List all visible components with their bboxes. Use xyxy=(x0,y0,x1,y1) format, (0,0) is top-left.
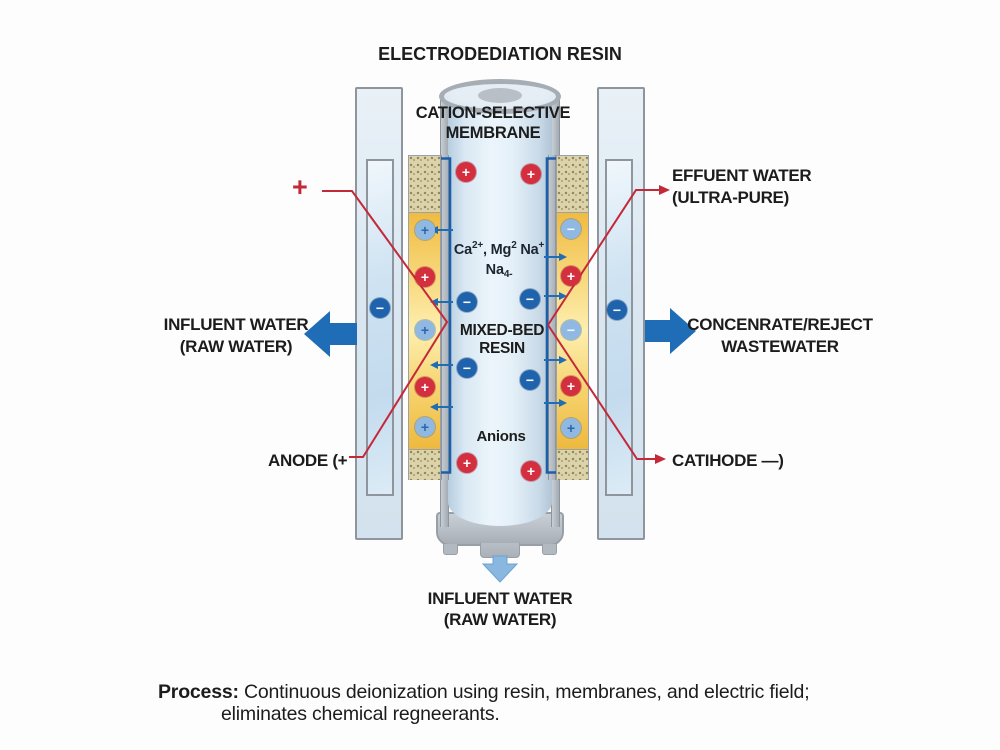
influent-left-label: INFLUENT WATER (RAW WATER) xyxy=(136,314,336,358)
ion-red-badge: + xyxy=(457,453,477,473)
ion-lite-badge: + xyxy=(415,220,435,240)
membrane-label-line1: CATION-SELECTIVE xyxy=(415,104,571,122)
effluent-label: EFFUENT WATER (ULTRA-PURE) xyxy=(672,165,812,209)
concentrate-arrow xyxy=(645,308,696,354)
process-caption-line1: Process: Continuous deionization using r… xyxy=(158,681,810,703)
influent-left-line2: (RAW WATER) xyxy=(179,337,293,356)
ion-lite-badge: + xyxy=(415,417,435,437)
ion-navy-badge: − xyxy=(607,300,627,320)
ion-lite-badge: + xyxy=(561,418,581,438)
mixed-bed-label: MIXED-BED RESIN xyxy=(402,322,602,358)
ion-flow-arrows-right xyxy=(544,253,567,407)
concentrate-line1: CONCENRATE/REJECT xyxy=(687,315,873,334)
ion-formula-line2: Na4- xyxy=(485,262,513,280)
cathode-leader-line xyxy=(547,324,666,464)
mixed-bed-line2: RESIN xyxy=(479,340,525,357)
ion-navy-badge: − xyxy=(457,292,477,312)
ion-red-badge: + xyxy=(415,267,435,287)
ion-navy-badge: − xyxy=(457,358,477,378)
process-caption-prefix: Process: xyxy=(158,681,239,703)
ion-lite-minus-badge: − xyxy=(561,219,581,239)
ion-navy-badge: − xyxy=(520,289,540,309)
anions-label: Anions xyxy=(476,428,526,445)
ion-formula: Ca2+, Mg2 Na+ Na4- xyxy=(399,236,599,285)
mixed-bed-line1: MIXED-BED xyxy=(459,322,545,339)
concentrate-channel-left xyxy=(408,155,441,480)
ion-lite-minus-badge: − xyxy=(561,320,581,340)
ion-red-badge: + xyxy=(521,461,541,481)
cylinder-foot-left xyxy=(443,544,458,555)
effluent-line2: (ULTRA-PURE) xyxy=(672,188,789,207)
anode-label: ANODE (+ xyxy=(268,451,348,470)
ion-lite-badge: + xyxy=(415,320,435,340)
influent-bottom-line2: (RAW WATER) xyxy=(443,610,557,629)
anode-plus-symbol: + xyxy=(292,172,308,202)
ion-red-badge: + xyxy=(561,376,581,396)
process-caption-line2: eliminates chemical regneerants. xyxy=(221,703,500,725)
anode-leader-line xyxy=(322,190,449,458)
cathode-inner-plate xyxy=(605,159,633,496)
ion-red-badge: + xyxy=(415,377,435,397)
ion-red-badge: + xyxy=(521,164,541,184)
concentrate-line2: WASTEWATER xyxy=(721,337,839,356)
ion-red-badge: + xyxy=(456,162,476,182)
effluent-line1: EFFUENT WATER xyxy=(672,166,812,185)
membrane-label: CATION-SELECTIVE MEMBRANE xyxy=(393,103,593,143)
ion-red-badge: + xyxy=(561,266,581,286)
influent-bottom-label: INFLUENT WATER (RAW WATER) xyxy=(400,588,600,630)
ion-navy-badge: − xyxy=(520,370,540,390)
membrane-label-line2: MEMBRANE xyxy=(445,124,541,142)
resin-frit-top-right xyxy=(557,156,588,213)
ion-navy-badge: − xyxy=(370,298,390,318)
cylinder-foot-right xyxy=(542,544,557,555)
influent-down-arrow xyxy=(481,555,519,583)
influent-arrow xyxy=(304,311,357,357)
cathode-label: CATIHODE —) xyxy=(672,451,784,470)
channel-rail-left xyxy=(441,155,449,480)
concentrate-label: CONCENRATE/REJECT WASTEWATER xyxy=(680,314,880,358)
membrane-bracket-left xyxy=(441,157,452,474)
resin-frit-top-left xyxy=(409,156,440,213)
ion-formula-line1: Ca2+, Mg2 Na+ xyxy=(453,240,545,258)
influent-bottom-line1: INFLUENT WATER xyxy=(427,589,573,608)
diagram-title: ELECTRODEDIATION RESIN xyxy=(378,44,622,64)
influent-left-line1: INFLUENT WATER xyxy=(163,315,309,334)
membrane-bracket-right xyxy=(545,157,556,474)
resin-frit-bottom-left xyxy=(409,449,440,480)
cylinder-top-hole xyxy=(478,88,522,103)
resin-frit-bottom-right xyxy=(557,449,588,480)
